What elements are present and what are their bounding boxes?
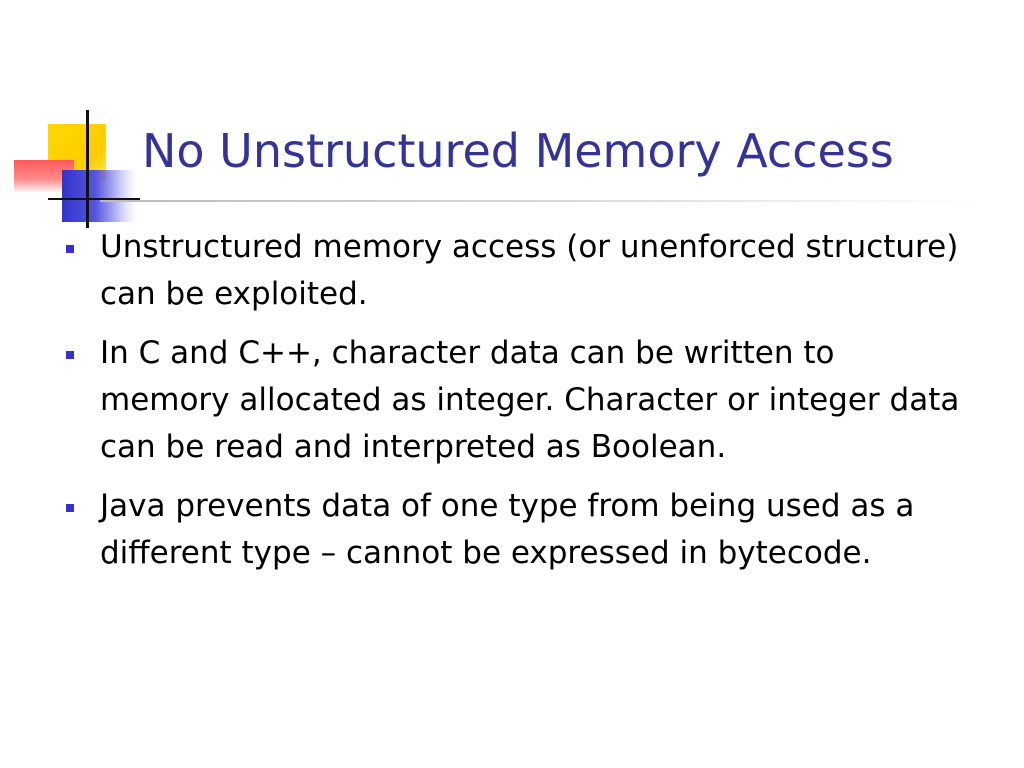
title-divider bbox=[100, 200, 980, 202]
logo-vertical-line bbox=[86, 110, 89, 228]
bullet-square-icon bbox=[66, 504, 74, 512]
bullet-item: Unstructured memory access (or unenforce… bbox=[62, 224, 972, 318]
slide-title: No Unstructured Memory Access bbox=[142, 124, 894, 178]
bullet-text: Unstructured memory access (or unenforce… bbox=[100, 229, 959, 312]
bullet-square-icon bbox=[66, 245, 74, 253]
bullet-item: In C and C++, character data can be writ… bbox=[62, 330, 972, 471]
logo-horizontal-line bbox=[48, 198, 140, 200]
bullet-text: In C and C++, character data can be writ… bbox=[100, 335, 960, 465]
bullet-item: Java prevents data of one type from bein… bbox=[62, 483, 972, 577]
bullet-text: Java prevents data of one type from bein… bbox=[100, 488, 915, 571]
decorative-logo bbox=[0, 0, 150, 240]
bullet-list: Unstructured memory access (or unenforce… bbox=[62, 224, 972, 589]
bullet-square-icon bbox=[66, 351, 74, 359]
logo-blue-square bbox=[62, 170, 136, 222]
